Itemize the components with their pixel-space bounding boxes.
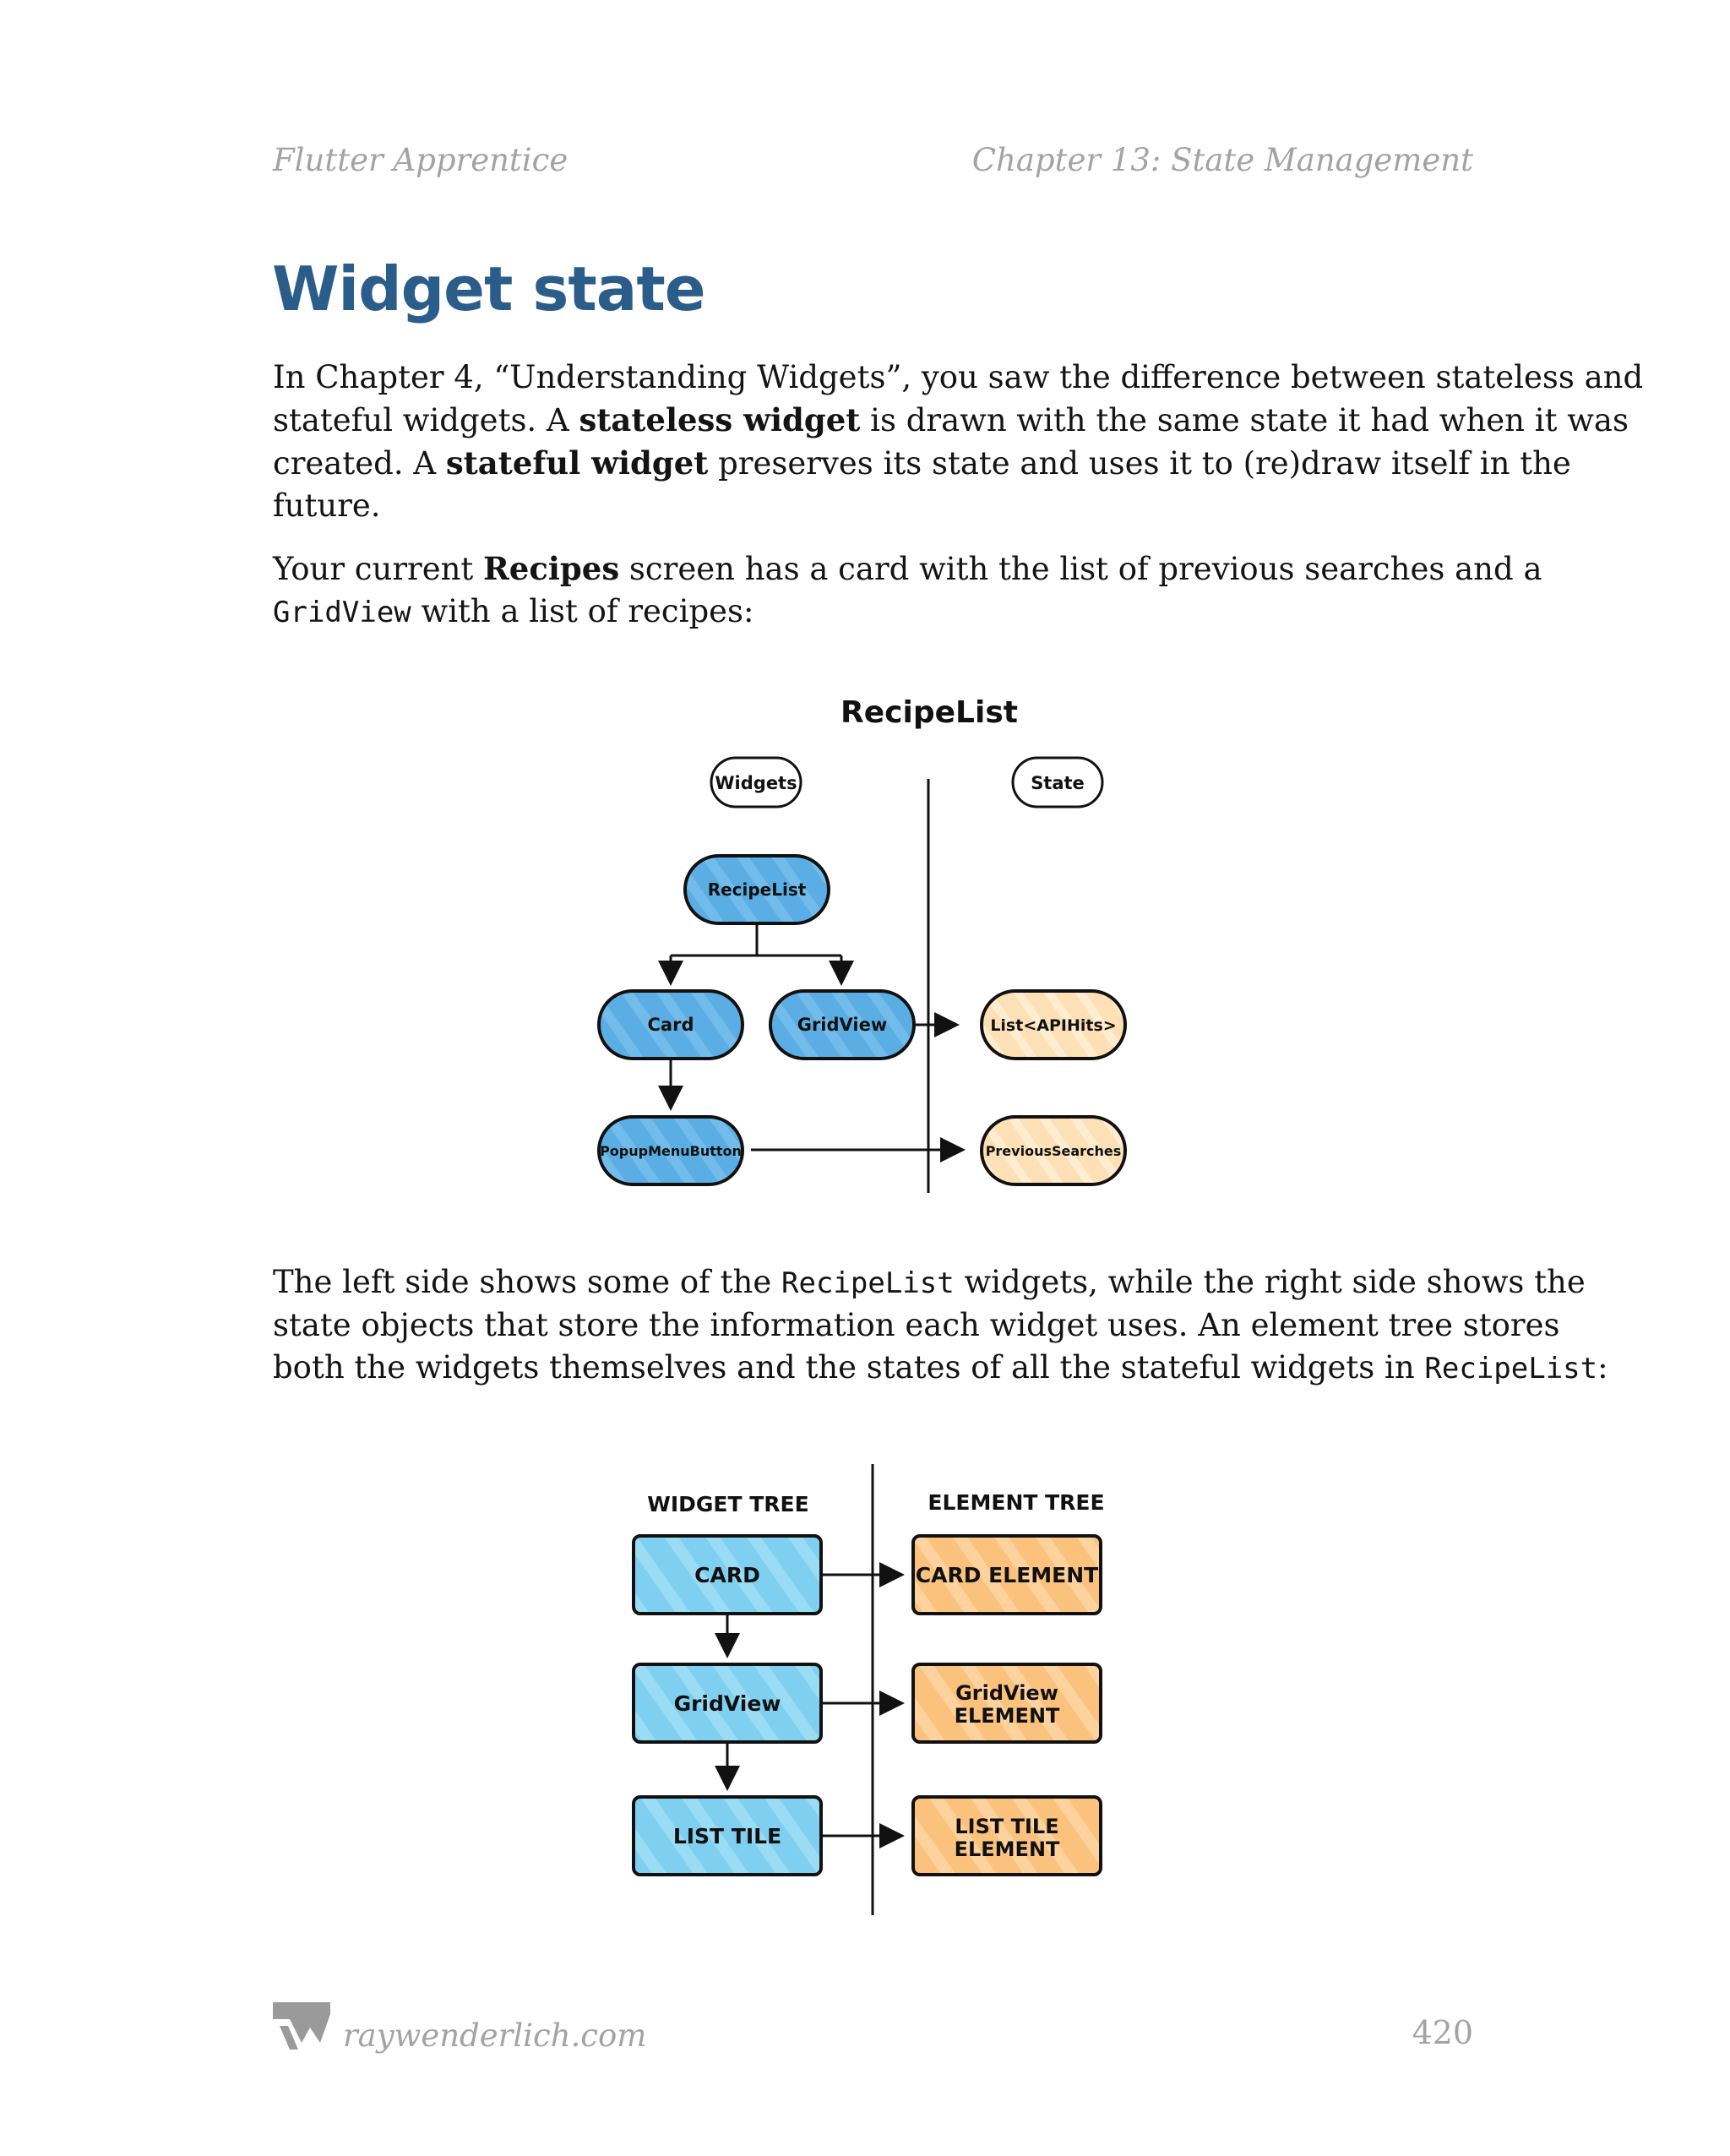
text-line: both the widgets themselves and the stat… — [273, 1347, 1608, 1390]
list-apihits-label: List<APIHits> — [990, 1016, 1116, 1035]
code-recipelist: RecipeList — [781, 1266, 955, 1300]
element-listtile-label-line2: ELEMENT — [955, 1838, 1060, 1861]
bold-term-stateful-widget: stateful widget — [445, 444, 709, 482]
paragraph-recipes-screen: Your current Recipes screen has a card w… — [273, 547, 1542, 634]
element-gridview-label-line1: GridView — [955, 1681, 1058, 1705]
text-run: : — [1597, 1349, 1608, 1386]
diagram-title: RecipeList — [841, 695, 1018, 730]
paragraph-intro: In Chapter 4, “Understanding Widgets”, y… — [273, 357, 1644, 527]
text-run: Your current — [273, 551, 484, 587]
page-number: 420 — [1412, 2014, 1473, 2051]
recipelist-diagram: RecipeList Widgets State RecipeList Card… — [597, 695, 1127, 1193]
element-card-box — [911, 1534, 1102, 1615]
text-run: widgets, while the right side shows the — [954, 1264, 1586, 1300]
state-header-label: State — [1031, 773, 1085, 793]
element-listtile-box — [911, 1795, 1102, 1876]
text-run: preserves its state and uses it to (re)d… — [708, 445, 1571, 482]
text-line: Your current Recipes screen has a card w… — [273, 547, 1542, 591]
previoussearches-state-node — [980, 1115, 1127, 1186]
bold-term-stateless-widget: stateless widget — [579, 401, 861, 438]
widget-listtile-label: LIST TILE — [673, 1824, 781, 1848]
card-node-label: Card — [648, 1015, 694, 1035]
text-run: The left side shows some of the — [273, 1264, 781, 1300]
text-line: The left side shows some of the RecipeLi… — [273, 1261, 1586, 1304]
element-card-label: CARD ELEMENT — [916, 1563, 1098, 1587]
code-recipelist: RecipeList — [1424, 1352, 1598, 1386]
text-line: In Chapter 4, “Understanding Widgets”, y… — [273, 359, 1644, 395]
element-gridview-label-line2: ELEMENT — [955, 1704, 1060, 1728]
element-gridview-box — [911, 1663, 1102, 1744]
text-run: screen has a card with the list of previ… — [619, 551, 1542, 587]
state-header-pill — [1011, 756, 1104, 808]
text-run: is drawn with the same state it had when… — [860, 402, 1629, 438]
text-line: state objects that store the information… — [273, 1307, 1560, 1343]
gridview-node-label: GridView — [797, 1015, 888, 1035]
running-header-book-title: Flutter Apprentice — [273, 142, 569, 178]
popupmenubutton-label: PopupMenuButton — [600, 1143, 742, 1159]
recipelist-node-label: RecipeList — [708, 879, 807, 900]
widgets-header-label: Widgets — [715, 773, 797, 793]
widget-gridview-label: GridView — [674, 1691, 781, 1716]
text-line: stateful widgets. A stateless widget is … — [273, 399, 1629, 442]
code-gridview: GridView — [273, 596, 411, 629]
raywenderlich-logo-icon — [273, 2002, 330, 2060]
element-tree-header: ELEMENT TREE — [928, 1490, 1104, 1515]
text-line: GridView with a list of recipes: — [273, 591, 1481, 634]
section-title: Widget state — [272, 253, 706, 324]
text-run: with a list of recipes: — [411, 593, 754, 629]
running-header-chapter-title: Chapter 13: State Management — [971, 142, 1473, 178]
widget-tree-header: WIDGET TREE — [647, 1492, 808, 1516]
widgets-header-pill — [710, 756, 802, 808]
bold-term-recipes: Recipes — [483, 550, 620, 587]
previoussearches-label: PreviousSearches — [986, 1143, 1122, 1159]
text-run: stateful widgets. A — [273, 402, 579, 438]
text-run: created. A — [273, 445, 446, 482]
element-listtile-label-line1: LIST TILE — [955, 1815, 1058, 1838]
text-line: created. A stateful widget preserves its… — [273, 442, 1571, 485]
popupmenubutton-node — [597, 1115, 744, 1186]
widget-card-label: CARD — [694, 1563, 760, 1587]
text-run: both the widgets themselves and the stat… — [273, 1349, 1425, 1386]
footer-site-name: raywenderlich.com — [343, 2017, 647, 2054]
text-line: future. — [273, 487, 381, 524]
paragraph-element-tree: The left side shows some of the RecipeLi… — [273, 1261, 1608, 1390]
widget-element-tree-diagram: WIDGET TREE ELEMENT TREE CARD GridView L… — [632, 1464, 1105, 1915]
list-apihits-state-node — [980, 989, 1127, 1060]
